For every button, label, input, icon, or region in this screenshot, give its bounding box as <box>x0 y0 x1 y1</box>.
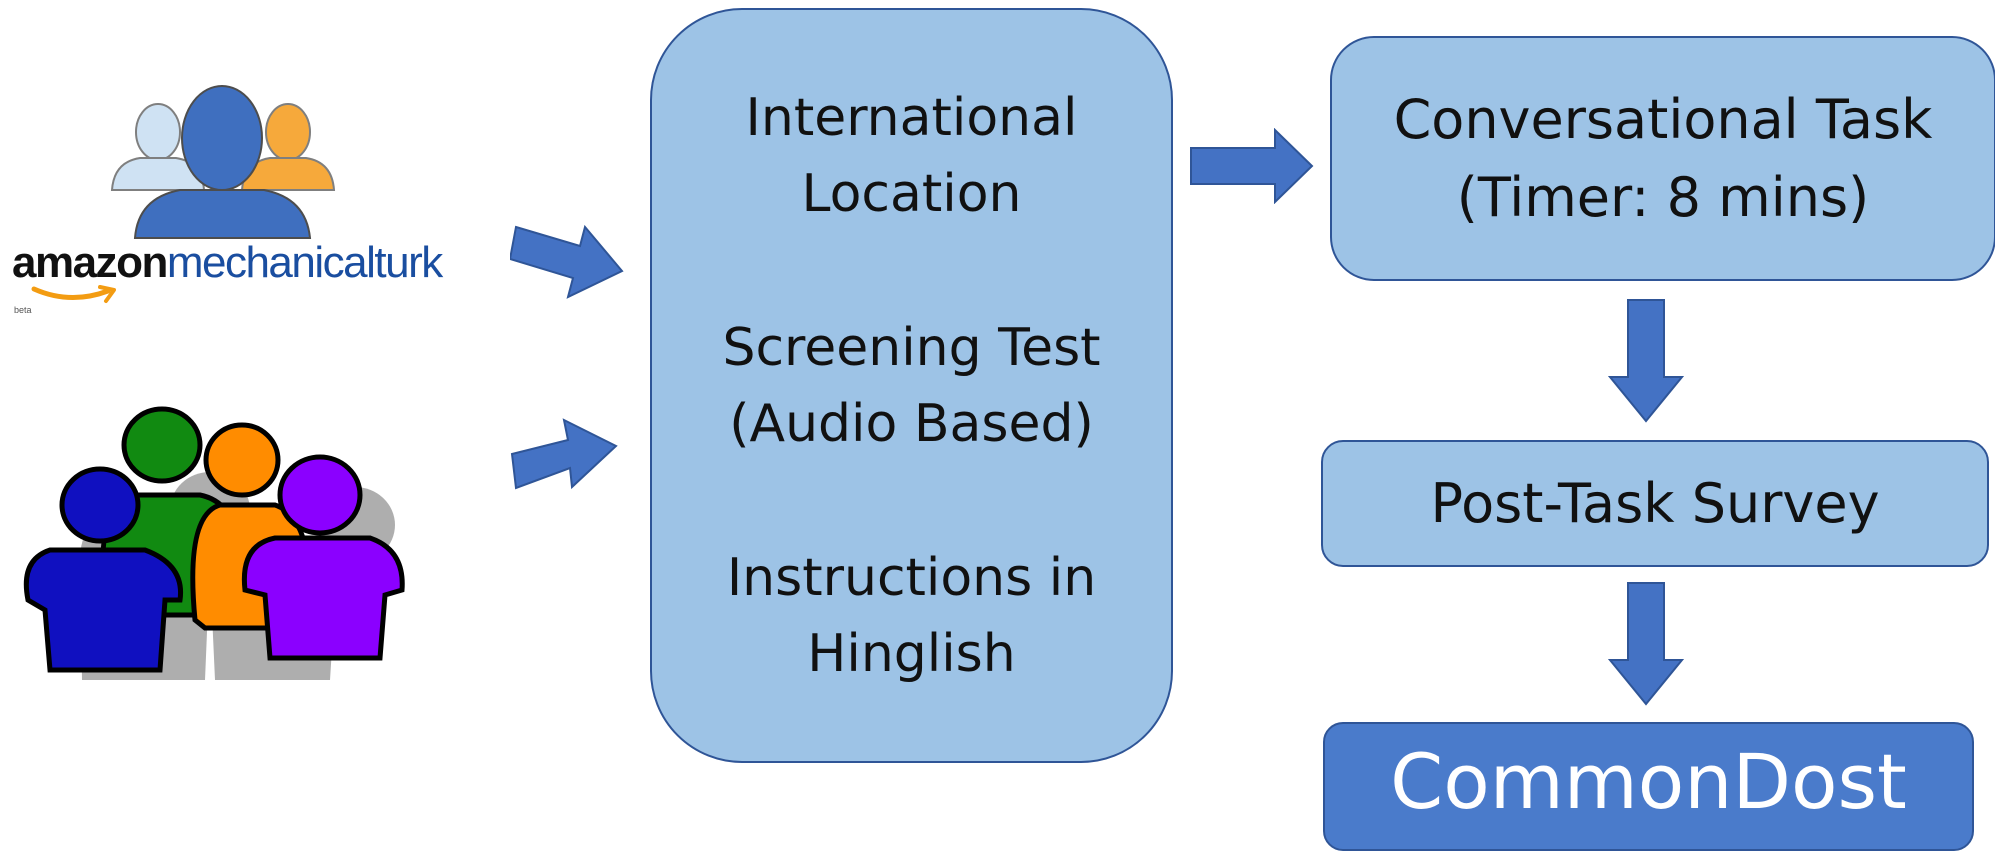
requirements-box: International Location Screening Test (A… <box>650 8 1173 763</box>
main-line-5: Instructions in <box>726 547 1097 608</box>
main-line-6: Hinglish <box>807 623 1016 684</box>
arrow-people-to-main <box>510 418 618 490</box>
mturk-logo: amazonmechanicalturk beta <box>0 0 460 320</box>
arrow-task-to-survey <box>1608 299 1684 423</box>
arrow-survey-to-result <box>1608 582 1684 706</box>
commondost-box: CommonDost <box>1323 722 1974 851</box>
arrow-main-to-task <box>1190 128 1314 204</box>
task-timer: (Timer: 8 mins) <box>1456 165 1870 229</box>
mturk-people-icon <box>110 85 336 239</box>
amazon-smile-icon <box>31 285 116 303</box>
main-line-2: Location <box>801 163 1022 224</box>
main-line-3: Screening Test <box>722 317 1101 378</box>
commondost-label: CommonDost <box>1390 737 1907 826</box>
main-line-1: International <box>745 87 1078 148</box>
mturk-wordmark: amazonmechanicalturk <box>12 238 443 287</box>
beta-label: beta <box>14 305 32 315</box>
arrow-mturk-to-main <box>510 224 624 299</box>
conversational-task-box: Conversational Task (Timer: 8 mins) <box>1330 36 1995 281</box>
main-line-4: (Audio Based) <box>729 393 1094 454</box>
people-group-icon <box>23 406 405 680</box>
survey-label: Post-Task Survey <box>1430 471 1880 535</box>
task-title: Conversational Task <box>1393 87 1933 151</box>
post-task-survey-box: Post-Task Survey <box>1321 440 1989 567</box>
